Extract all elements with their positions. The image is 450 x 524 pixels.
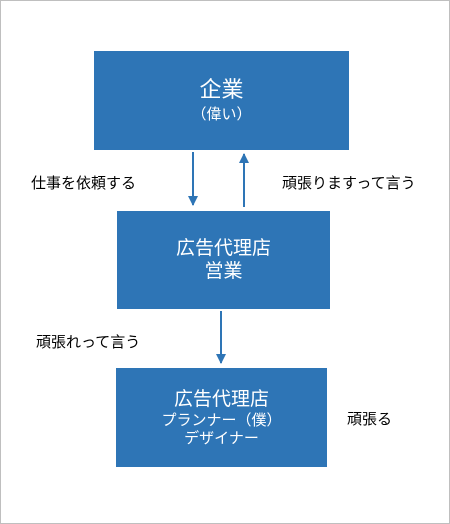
company-subtitle: （偉い） [191, 104, 252, 123]
company-box: 企業 （偉い） [94, 51, 349, 150]
label-try-hard: 頑張る [347, 410, 393, 428]
label-say-try-hard: 頑張れって言う [36, 333, 141, 351]
label-say-will-try: 頑張りますって言う [282, 174, 416, 192]
label-request-work: 仕事を依頼する [31, 174, 137, 192]
company-title: 企業 [199, 78, 244, 104]
agency-planner-box: 広告代理店 プランナー（僕） デザイナー [116, 368, 327, 467]
agency-sales-title: 広告代理店 [175, 237, 271, 260]
agency-designer-role: デザイナー [184, 428, 259, 447]
agency-sales-box: 広告代理店 営業 [117, 211, 330, 309]
agency-sales-role: 営業 [204, 260, 243, 282]
agency-planner-title: 広告代理店 [173, 388, 269, 411]
agency-planner-role: プランナー（僕） [161, 410, 282, 429]
